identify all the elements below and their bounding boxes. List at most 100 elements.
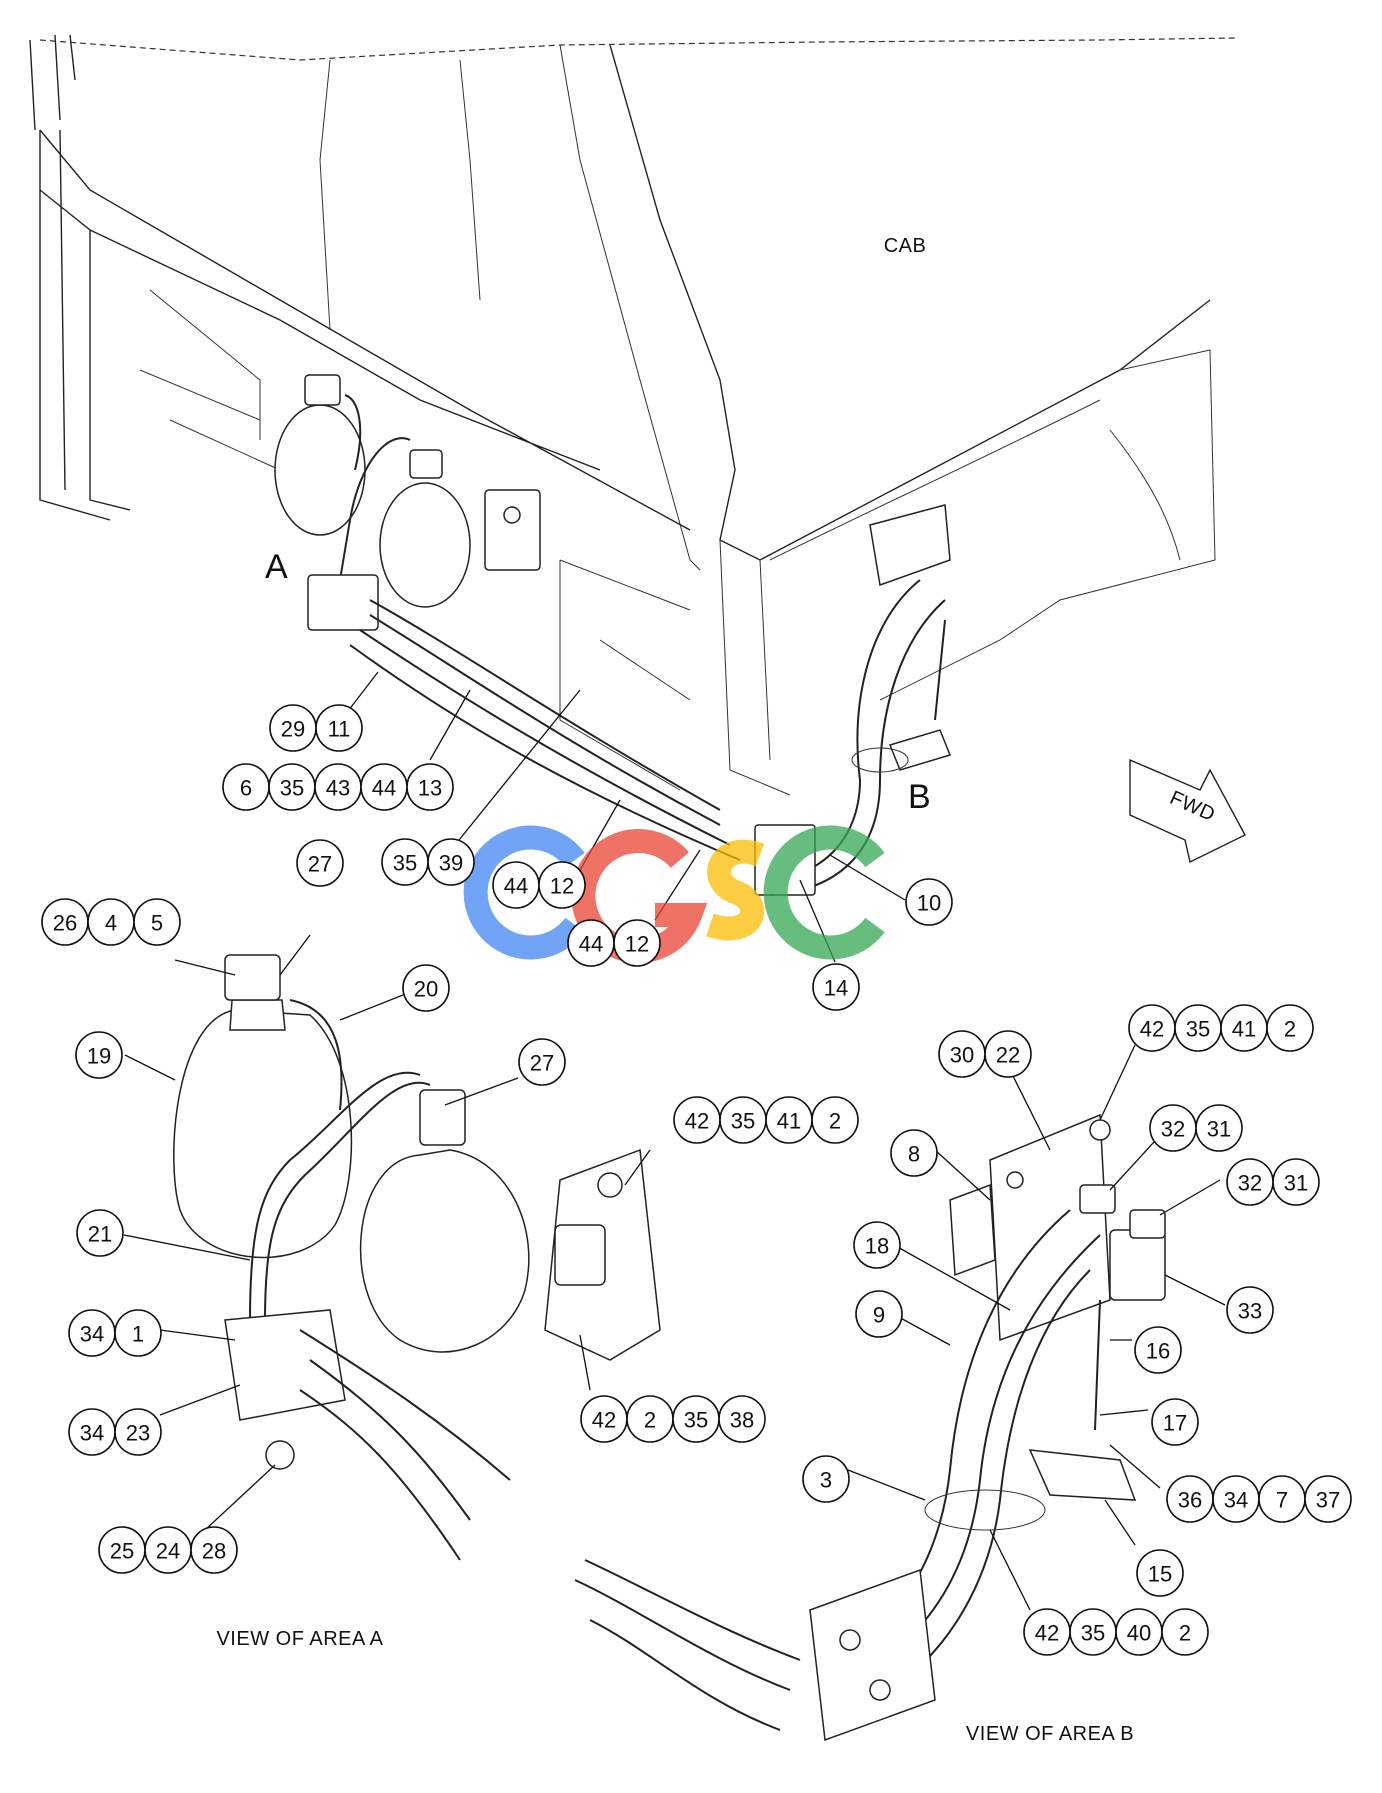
callout-19: 19	[75, 1031, 123, 1079]
callout-number: 11	[328, 717, 351, 742]
plate-hole-2	[1006, 1171, 1024, 1189]
cab-panel-curve	[769, 399, 1181, 561]
hose-a-1	[299, 1329, 511, 1481]
callout-8: 8	[890, 1129, 938, 1177]
cab-door-line	[559, 44, 701, 571]
frame-details	[139, 289, 691, 791]
b-tube	[934, 619, 946, 721]
callout-circle	[718, 1395, 766, 1443]
callout-number: 39	[439, 851, 463, 876]
callout-number: 38	[730, 1408, 754, 1433]
watermark	[463, 825, 885, 963]
callout-number: 31	[1207, 1117, 1231, 1142]
view-a-caption: VIEW OF AREA A	[216, 1628, 383, 1650]
solenoid-1	[304, 374, 341, 406]
callout-number: 1	[132, 1322, 144, 1347]
valve-block-a	[307, 574, 379, 631]
callout-number: 16	[1146, 1339, 1170, 1364]
callout-18: 18	[853, 1221, 901, 1269]
cab-label: CAB	[884, 235, 927, 257]
callout-number: 29	[281, 717, 305, 742]
callout-number: 2	[644, 1408, 656, 1433]
callout-number: 23	[126, 1421, 150, 1446]
view-area-b: VIEW OF AREA B	[574, 1113, 1166, 1745]
cab-outline	[609, 44, 1211, 561]
callout-circle	[1151, 1398, 1199, 1446]
callout-number: 17	[1163, 1411, 1187, 1436]
callout-number: 9	[873, 1303, 885, 1328]
callout-circle	[1272, 1158, 1320, 1206]
callout-number: 28	[202, 1539, 226, 1564]
cab-rear-lines	[319, 59, 481, 331]
accumulator-cap-19	[229, 999, 286, 1031]
callout-10: 10	[905, 878, 953, 926]
callout-29-11: 29 11	[269, 704, 363, 752]
connector-8	[949, 1183, 996, 1277]
callout-number: 35	[393, 851, 417, 876]
callout-14: 14	[812, 963, 860, 1011]
callout-number: 15	[1148, 1562, 1172, 1587]
mount-bolt	[503, 506, 521, 524]
callout-number: 22	[996, 1043, 1020, 1068]
callout-30-22: 30 22	[938, 1030, 1032, 1078]
callout-circle	[190, 1526, 238, 1574]
callout-number: 31	[1284, 1171, 1308, 1196]
fwd-label: FWD	[1166, 787, 1218, 826]
watermark-letter-4	[763, 825, 885, 960]
callout-circle	[905, 878, 953, 926]
end-bracket-b	[809, 1568, 936, 1742]
fitting-31a	[1079, 1184, 1116, 1214]
callout-number: 40	[1127, 1621, 1151, 1646]
hose-a-2	[309, 1359, 471, 1521]
fitting-31b	[1129, 1209, 1166, 1239]
callout-number: 35	[684, 1408, 708, 1433]
tube-20	[289, 999, 343, 1111]
callout-number: 27	[308, 852, 332, 877]
callout-circle	[1136, 1549, 1184, 1597]
watermark-letter-2	[571, 829, 708, 963]
tube-21	[249, 1071, 421, 1321]
callout-9: 9	[855, 1290, 903, 1338]
callout-circle	[1226, 1286, 1274, 1334]
tube-21b	[264, 1081, 431, 1321]
callout-circle	[855, 1290, 903, 1338]
knob-28	[265, 1440, 295, 1470]
callout-number: 12	[550, 874, 574, 899]
callout-number: 36	[1178, 1488, 1202, 1513]
isolator-view-a	[554, 1224, 606, 1286]
callout-27-b: 27	[518, 1038, 566, 1086]
plate-hole-1	[1089, 1119, 1111, 1141]
area-b-label: B	[908, 778, 931, 816]
callout-number: 43	[326, 776, 350, 801]
callout-number: 35	[731, 1109, 755, 1134]
clamp-3	[924, 1489, 1046, 1531]
callout-circle	[76, 1209, 124, 1257]
callout-circle	[518, 1038, 566, 1086]
callout-number: 4	[105, 911, 117, 936]
fwd-arrow	[1129, 758, 1246, 864]
callout-number: 10	[917, 891, 941, 916]
callout-number: 30	[950, 1043, 974, 1068]
callout-21: 21	[76, 1209, 124, 1257]
callout-number: 34	[1224, 1488, 1248, 1513]
callout-number: 27	[530, 1051, 554, 1076]
b-clamp	[851, 747, 909, 773]
callout-circle	[1195, 1104, 1243, 1152]
solenoid-27a	[224, 954, 281, 1001]
main-hose-3	[359, 629, 731, 846]
end-hole-1	[839, 1629, 861, 1651]
callout-number: 35	[280, 776, 304, 801]
callout-circle	[296, 839, 344, 887]
watermark-letter-1	[463, 825, 585, 960]
callout-circle	[812, 963, 860, 1011]
callout-number: 44	[504, 874, 528, 899]
callout-circle	[613, 919, 661, 967]
callout-number: 3	[820, 1468, 832, 1493]
watermark-letter-3	[706, 839, 765, 941]
solenoid-2	[409, 449, 443, 479]
